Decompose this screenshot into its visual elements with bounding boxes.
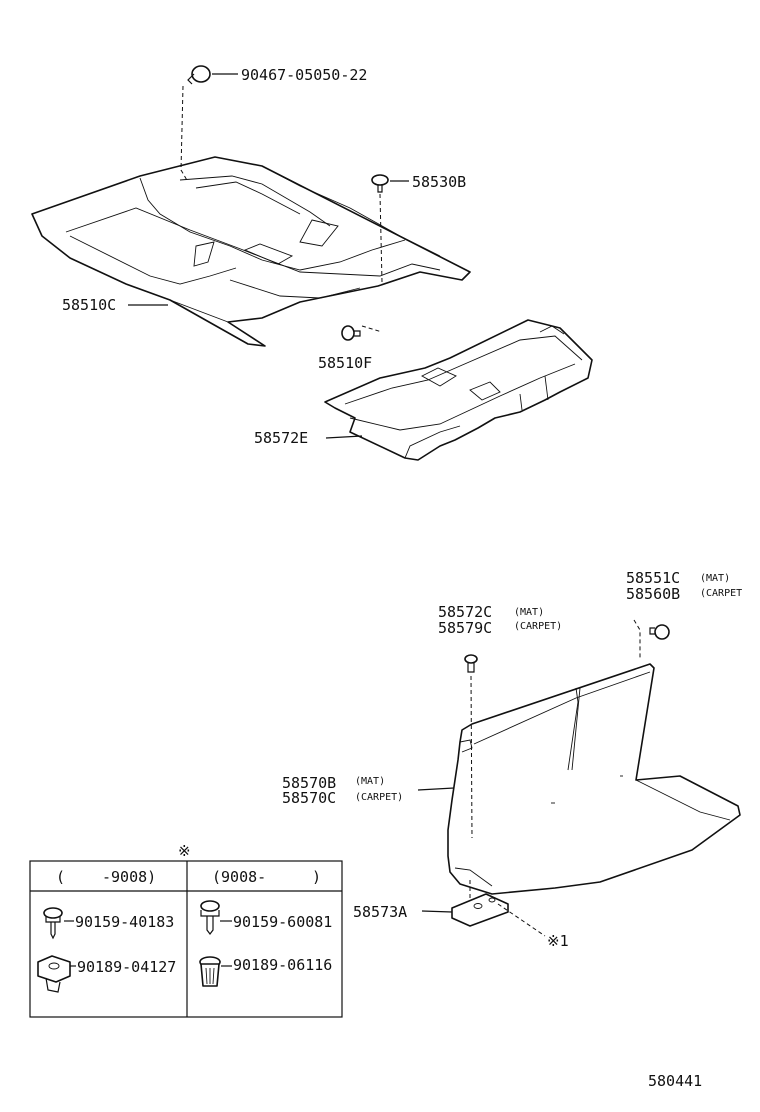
label-58573a: 58573A xyxy=(353,903,407,921)
floor-carpet-58510c xyxy=(31,156,471,347)
legend-table: ※ ( -9008) (9008- ) 90159-40183 90189-04… xyxy=(29,842,343,1018)
nut-90189-04127-icon xyxy=(37,955,71,993)
leader-58570 xyxy=(417,787,455,791)
legend-mark: ※ xyxy=(178,842,191,860)
leader-58572c-dash xyxy=(470,675,473,839)
diagram-id: 580441 xyxy=(648,1072,702,1090)
label-58572c: 58572C xyxy=(438,603,492,621)
qualifier-carpet-3: (CARPET) xyxy=(355,792,403,803)
label-58560b: 58560B xyxy=(626,585,680,603)
leader-58572e xyxy=(325,435,363,439)
clip-58551c-icon xyxy=(649,624,670,640)
label-58551c: 58551C xyxy=(626,569,680,587)
label-note-ref: ※1 xyxy=(547,932,569,950)
clip-58572c-icon xyxy=(464,654,478,673)
legend-col2-nut: 90189-06116 xyxy=(233,956,332,974)
screw-90159-40183-icon xyxy=(43,907,63,940)
legend-col2-close: ) xyxy=(312,868,321,886)
qualifier-mat-3: (MAT) xyxy=(355,776,385,787)
qualifier-carpet-2: (CARPET xyxy=(700,588,742,599)
bolt-90467-icon xyxy=(187,65,211,85)
label-90467-05050-22: 90467-05050-22 xyxy=(241,66,367,84)
label-58570b: 58570B xyxy=(282,774,336,792)
qualifier-mat-1: (MAT) xyxy=(514,607,544,618)
legend-col1-nut: 90189-04127 xyxy=(77,958,176,976)
qualifier-carpet-1: (CARPET) xyxy=(514,621,562,632)
bracket-58573a-icon xyxy=(451,893,509,927)
label-58572e: 58572E xyxy=(254,429,308,447)
legend-col1-date: -9008) xyxy=(102,868,156,886)
legend-col2-screw: 90159-60081 xyxy=(233,913,332,931)
leader-58573a xyxy=(421,910,453,913)
label-58530b: 58530B xyxy=(412,173,466,191)
clip-58530b-icon xyxy=(371,174,389,193)
label-58510f: 58510F xyxy=(318,354,372,372)
leader-bolt-dash xyxy=(180,85,189,183)
legend-col1-screw: 90159-40183 xyxy=(75,913,174,931)
leader-58530b-dash xyxy=(379,193,383,283)
screw-90159-60081-icon xyxy=(200,900,220,935)
leader-58510f-dash xyxy=(361,325,383,333)
rear-floor-mat-58570 xyxy=(447,663,741,895)
qualifier-mat-2: (MAT) xyxy=(700,573,730,584)
legend-col1-open: ( xyxy=(56,868,65,886)
legend-col2-date: (9008- xyxy=(212,868,266,886)
label-58579c: 58579C xyxy=(438,619,492,637)
floor-silencer-58572e xyxy=(324,319,593,461)
nut-90189-06116-icon xyxy=(199,956,221,987)
clip-58510f-icon xyxy=(341,325,361,341)
label-58510c: 58510C xyxy=(62,296,116,314)
leader-note-dash xyxy=(497,903,546,937)
label-58570c: 58570C xyxy=(282,789,336,807)
leader-58551c-dash xyxy=(633,619,641,660)
